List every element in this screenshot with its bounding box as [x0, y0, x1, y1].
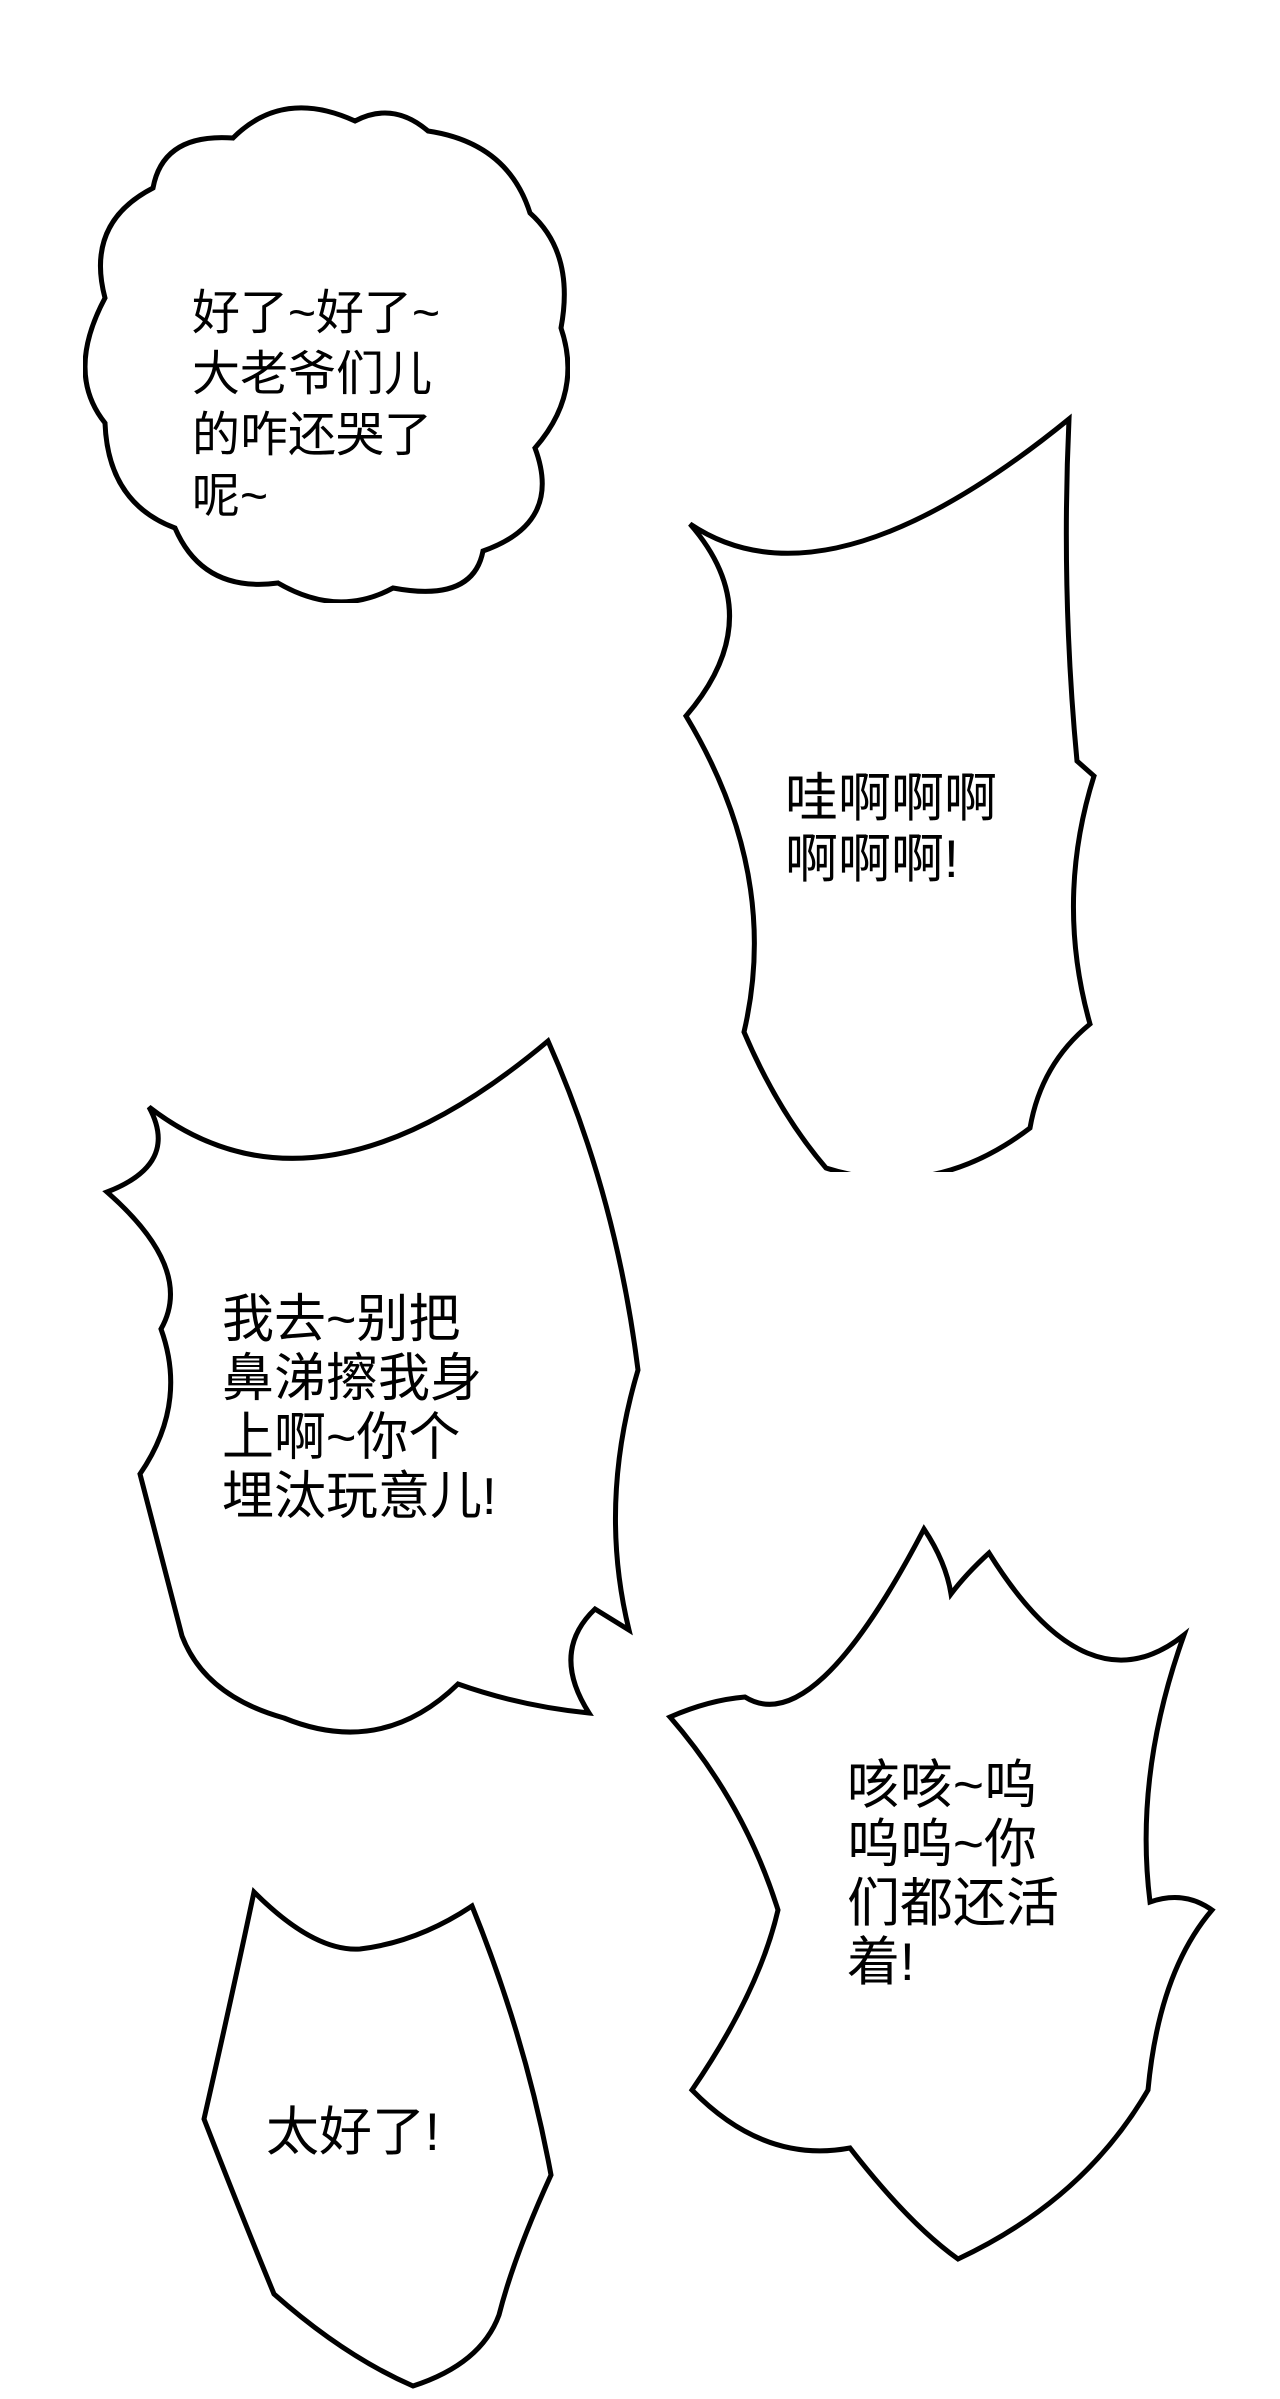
spike-bubble-outline [201, 1886, 554, 2389]
scream-bubble-top-right-text: 哇啊啊啊 啊啊啊! [785, 768, 997, 890]
bubble-text-line: 太好了! [266, 2103, 440, 2162]
burst-bubble-mid-right-text: 咳咳~呜 呜呜~你 们都还活 着! [847, 1756, 1059, 1992]
bubble-text-line: 着! [847, 1933, 915, 1992]
spike-bubble-shape [201, 1886, 554, 2389]
bubble-text-line: 大老爷们儿 [192, 348, 433, 401]
bubble-text-line: 啊啊啊! [785, 830, 959, 889]
bubble-text-line: 们都还活 [847, 1874, 1059, 1933]
burst-bubble-outline [665, 1524, 1216, 2262]
scream-bubble-shape [102, 1036, 641, 1735]
scream-bubble-outline [683, 413, 1097, 1172]
speech-bubble-scream-mid-left [100, 1024, 660, 1760]
bubble-text-line: 的咋还哭了 [192, 409, 433, 462]
speech-bubble-cloud [83, 103, 570, 603]
bubble-text-line: 呢~ [192, 470, 269, 523]
cloud-bubble-shape [83, 105, 570, 603]
burst-bubble-shape [665, 1524, 1216, 2262]
bubble-text-line: 哇啊啊啊 [785, 769, 997, 828]
bubble-text-line: 上啊~你个 [222, 1409, 461, 1467]
scream-bubble-shape [683, 413, 1097, 1172]
spike-bubble-bottom-left-text: 太好了! [266, 2102, 440, 2163]
bubble-text-line: 呜呜~你 [847, 1815, 1037, 1874]
cloud-bubble-text: 好了~好了~ 大老爷们儿 的咋还哭了 呢~ [192, 283, 440, 527]
cloud-bubble-outline [83, 105, 570, 603]
bubble-text-line: 咳咳~呜 [847, 1756, 1037, 1815]
speech-bubble-scream-top-right [683, 412, 1105, 1172]
scream-bubble-mid-left-text: 我去~别把 鼻涕擦我身 上啊~你个 埋汰玩意儿! [222, 1291, 496, 1527]
bubble-text-line: 埋汰玩意儿! [222, 1468, 497, 1526]
speech-bubble-spike-bottom-left [196, 1884, 556, 2399]
scream-bubble-outline [102, 1036, 641, 1735]
speech-bubble-burst-mid-right [664, 1512, 1240, 2264]
bubble-text-line: 好了~好了~ [192, 287, 441, 340]
bubble-text-line: 我去~别把 [222, 1291, 461, 1349]
bubble-text-line: 鼻涕擦我身 [222, 1350, 483, 1408]
